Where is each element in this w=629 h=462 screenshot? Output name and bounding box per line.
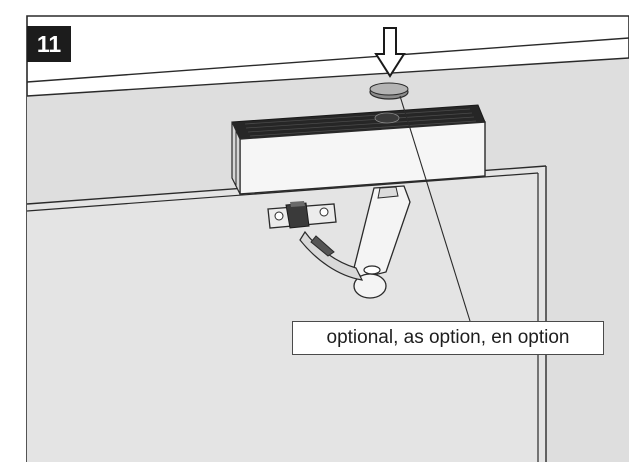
door-top-edge-inner bbox=[26, 172, 539, 212]
optional-callout-label: optional, as option, en option bbox=[292, 321, 604, 355]
frame-head-line-upper bbox=[26, 37, 629, 83]
callout-leader-line bbox=[399, 95, 471, 322]
door-closer-body bbox=[231, 104, 486, 195]
down-arrow-icon bbox=[374, 27, 406, 78]
cover-cap bbox=[369, 82, 409, 100]
closer-arm bbox=[299, 185, 411, 299]
mounting-bracket bbox=[267, 201, 337, 229]
step-number-badge: 11 bbox=[27, 26, 71, 62]
frame-head-line-lower bbox=[26, 57, 629, 97]
door-leaf bbox=[27, 166, 546, 462]
